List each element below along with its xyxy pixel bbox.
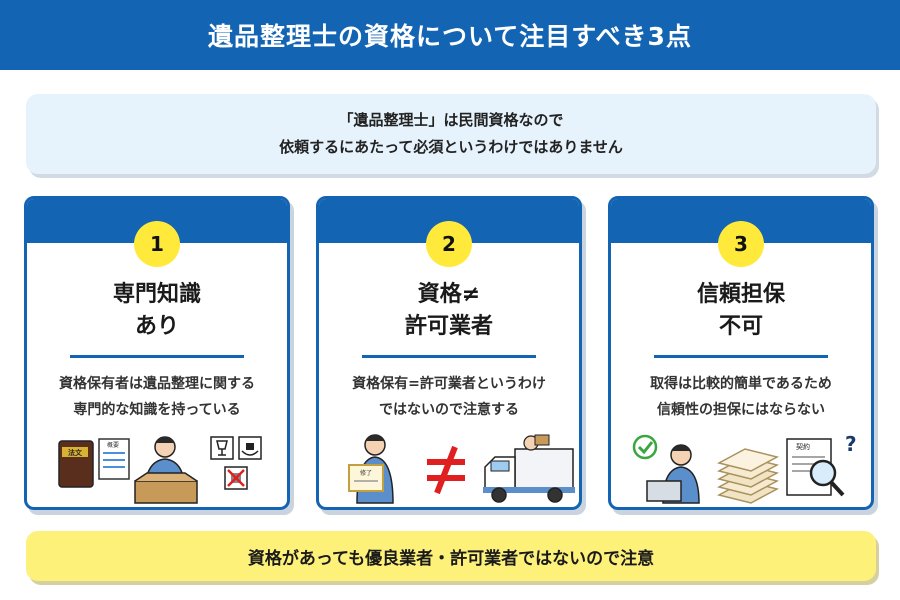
card-desc-line-2: 信頼性の担保にはならない	[657, 402, 825, 418]
card-description: 資格保有=許可業者というわけ ではないので注意する	[319, 371, 579, 423]
card-illustration: 契約 ?	[632, 433, 857, 504]
card-title-line-1: 専門知識	[112, 282, 201, 307]
document-sheet-icon: 概要	[98, 438, 130, 480]
card-title-line-2: 不可	[718, 314, 763, 339]
card-divider	[362, 355, 536, 358]
do-not-stack-icon	[224, 466, 248, 490]
card-title-line-1: 信頼担保	[696, 282, 785, 307]
card-number-badge: 3	[718, 221, 764, 267]
handle-with-care-icon	[238, 436, 262, 460]
card-title-line-1: 資格≠	[417, 282, 481, 307]
card-divider	[654, 355, 828, 358]
point-card-1: 1 専門知識 あり 資格保有者は遺品整理に関する 専門的な知識を持っている 法文…	[24, 196, 290, 510]
person-with-laptop-icon	[646, 444, 700, 504]
certificate-label: 修了	[360, 469, 372, 477]
contract-label: 契約	[796, 442, 810, 451]
card-description: 取得は比較的簡単であるため 信頼性の担保にはならない	[611, 371, 871, 423]
card-desc-line-2: 専門的な知識を持っている	[73, 402, 241, 418]
notice-line-2: 依頼するにあたって必須というわけではありません	[279, 138, 623, 156]
contract-magnifier-icon: 契約 ?	[786, 433, 857, 497]
point-card-3: 3 信頼担保 不可 取得は比較的簡単であるため 信頼性の担保にはならない	[608, 196, 874, 510]
card-illustration: 修了	[348, 434, 575, 504]
sheet-label: 概要	[107, 441, 119, 449]
paper-stack-icon	[716, 448, 780, 504]
worker-with-box-icon	[134, 436, 198, 504]
not-equal-icon	[427, 445, 465, 495]
card-title-line-2: あり	[134, 314, 179, 339]
card-title: 専門知識 あり	[27, 279, 287, 343]
notice-line-1: 「遺品整理士」は民間資格なので	[338, 111, 564, 129]
card-title: 信頼担保 不可	[611, 279, 871, 343]
card-desc-line-1: 資格保有者は遺品整理に関する	[59, 376, 255, 392]
question-mark-icon: ?	[845, 433, 857, 456]
card-description: 資格保有者は遺品整理に関する 専門的な知識を持っている	[27, 371, 287, 423]
bottom-banner-text: 資格があっても優良業者・許可業者ではないので注意	[247, 548, 655, 569]
card-illustration: 法文 概要	[58, 436, 262, 504]
card-divider	[70, 355, 244, 358]
card-desc-line-1: 取得は比較的簡単であるため	[650, 376, 832, 392]
card-title: 資格≠ 許可業者	[319, 279, 579, 343]
card-number-badge: 1	[134, 221, 180, 267]
fragile-glass-icon	[210, 436, 234, 460]
card-title-line-2: 許可業者	[404, 314, 493, 339]
law-book-icon: 法文	[58, 440, 94, 488]
card-number-badge: 2	[426, 221, 472, 267]
check-circle-icon	[632, 434, 658, 460]
bottom-banner: 資格があっても優良業者・許可業者ではないので注意	[26, 531, 876, 581]
delivery-truck-icon	[483, 434, 575, 503]
page-title: 遺品整理士の資格について注目すべき3点	[208, 22, 692, 51]
card-desc-line-1: 資格保有=許可業者というわけ	[352, 376, 546, 392]
notice-box: 「遺品整理士」は民間資格なので 依頼するにあたって必須というわけではありません	[26, 94, 876, 174]
person-with-certificate-icon: 修了	[348, 434, 394, 504]
book-label: 法文	[68, 448, 83, 457]
header-bar: 遺品整理士の資格について注目すべき3点	[0, 0, 900, 70]
card-desc-line-2: ではないので注意する	[379, 402, 519, 418]
point-card-2: 2 資格≠ 許可業者 資格保有=許可業者というわけ ではないので注意する 修了	[316, 196, 582, 510]
